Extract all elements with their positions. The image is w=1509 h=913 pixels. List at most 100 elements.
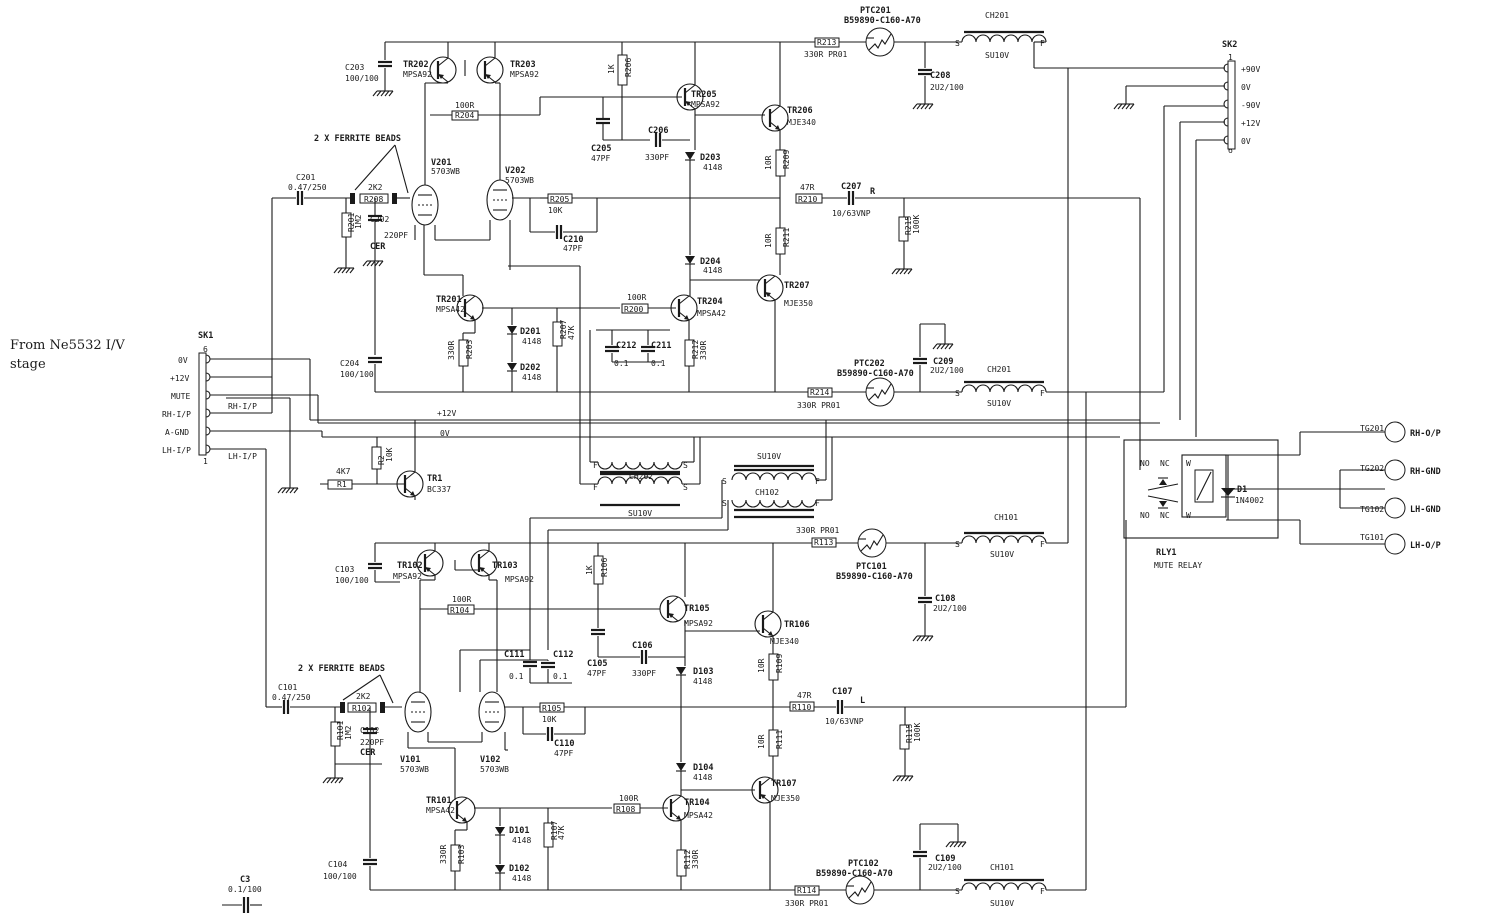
svg-text:2U2/100: 2U2/100: [930, 366, 964, 375]
svg-text:R213: R213: [817, 38, 836, 47]
svg-text:SU10V: SU10V: [757, 452, 781, 461]
svg-text:R207: R207: [559, 320, 568, 339]
svg-text:2 X FERRITE BEADS: 2 X FERRITE BEADS: [298, 664, 385, 674]
svg-text:4148: 4148: [703, 163, 722, 172]
svg-text:S: S: [955, 887, 960, 896]
svg-text:47K: 47K: [567, 325, 576, 340]
svg-text:C105: C105: [587, 659, 607, 669]
svg-text:R104: R104: [450, 606, 469, 615]
svg-text:MUTE RELAY: MUTE RELAY: [1154, 561, 1202, 570]
svg-text:47K: 47K: [557, 825, 566, 840]
svg-text:CH202: CH202: [629, 472, 653, 481]
svg-text:1K: 1K: [607, 64, 616, 74]
svg-text:MPSA42: MPSA42: [436, 305, 465, 314]
svg-text:0.1: 0.1: [553, 672, 568, 681]
svg-text:4148: 4148: [512, 874, 531, 883]
svg-text:D103: D103: [693, 667, 713, 677]
svg-text:SU10V: SU10V: [990, 899, 1014, 908]
svg-text:NO: NO: [1140, 511, 1150, 520]
svg-text:CER: CER: [370, 242, 386, 252]
svg-text:W: W: [1186, 511, 1191, 520]
svg-text:R204: R204: [455, 111, 474, 120]
svg-text:R201: R201: [347, 213, 356, 232]
svg-text:R110: R110: [792, 703, 811, 712]
svg-text:V101: V101: [400, 755, 420, 765]
svg-text:5703WB: 5703WB: [505, 176, 534, 185]
svg-text:CH101: CH101: [990, 863, 1014, 872]
svg-text:+90V: +90V: [1241, 65, 1260, 74]
svg-text:47PF: 47PF: [563, 244, 582, 253]
svg-text:R211: R211: [782, 228, 791, 247]
svg-text:C104: C104: [328, 860, 347, 869]
side-note-line2: stage: [10, 357, 46, 372]
svg-text:TG202: TG202: [1360, 464, 1384, 473]
svg-text:C203: C203: [345, 63, 364, 72]
svg-text:R209: R209: [782, 150, 791, 169]
right-channel: 2 X FERRITE BEADS C201 0.47/250 2K2 R208…: [272, 6, 1225, 410]
svg-text:2U2/100: 2U2/100: [928, 863, 962, 872]
svg-text:MPSA42: MPSA42: [684, 811, 713, 820]
svg-text:MPSA42: MPSA42: [426, 806, 455, 815]
svg-text:6: 6: [203, 345, 208, 354]
svg-text:4148: 4148: [512, 836, 531, 845]
svg-text:TG102: TG102: [1360, 505, 1384, 514]
svg-text:W: W: [1186, 459, 1191, 468]
svg-text:0.1/100: 0.1/100: [228, 885, 262, 894]
svg-text:C212: C212: [616, 341, 636, 351]
net-rh-ip: RH-I/P: [228, 402, 257, 411]
svg-text:MJE350: MJE350: [784, 299, 813, 308]
svg-text:10R: 10R: [764, 233, 773, 248]
svg-text:5703WB: 5703WB: [400, 765, 429, 774]
svg-text:10/63VNP: 10/63VNP: [832, 209, 871, 218]
svg-text:4148: 4148: [522, 373, 541, 382]
svg-text:S: S: [955, 540, 960, 549]
net-0v: 0V: [440, 429, 450, 438]
svg-text:C207: C207: [841, 182, 861, 192]
svg-text:R105: R105: [542, 704, 561, 713]
svg-text:100K: 100K: [912, 215, 921, 234]
ch102-choke: SU10V CH102 S F S F: [722, 452, 820, 519]
svg-text:TR207: TR207: [784, 281, 810, 291]
svg-text:10K: 10K: [385, 447, 394, 462]
svg-text:S: S: [683, 461, 688, 470]
svg-text:C205: C205: [591, 144, 611, 154]
svg-text:R106: R106: [600, 558, 609, 577]
svg-text:C208: C208: [930, 71, 950, 81]
svg-text:D201: D201: [520, 327, 540, 337]
net-lh-ip: LH-I/P: [228, 452, 257, 461]
svg-text:R108: R108: [616, 805, 635, 814]
svg-text:R208: R208: [364, 195, 383, 204]
mute-relay: NO NC W NC NO W RLY1 MUTE RELAY D1 1N400…: [1123, 439, 1279, 570]
svg-text:C110: C110: [554, 739, 574, 749]
svg-text:D204: D204: [700, 257, 720, 267]
svg-text:100R: 100R: [452, 595, 471, 604]
svg-text:0.1: 0.1: [651, 359, 666, 368]
svg-text:CH102: CH102: [755, 488, 779, 497]
svg-text:R212: R212: [691, 340, 700, 359]
svg-text:B59890-C160-A70: B59890-C160-A70: [836, 572, 913, 582]
svg-text:R113: R113: [814, 538, 833, 547]
svg-text:MPSA92: MPSA92: [505, 575, 534, 584]
svg-text:5703WB: 5703WB: [480, 765, 509, 774]
svg-text:R102: R102: [352, 704, 371, 713]
svg-text:100/100: 100/100: [323, 872, 357, 881]
svg-text:BC337: BC337: [427, 485, 451, 494]
svg-text:R215: R215: [904, 216, 913, 235]
svg-text:D102: D102: [509, 864, 529, 874]
svg-text:TR204: TR204: [697, 297, 723, 307]
svg-text:0.1: 0.1: [509, 672, 524, 681]
svg-text:0.47/250: 0.47/250: [288, 183, 327, 192]
svg-text:R107: R107: [550, 821, 559, 840]
svg-text:4148: 4148: [693, 773, 712, 782]
svg-text:330PF: 330PF: [645, 153, 669, 162]
svg-text:+12V: +12V: [1241, 119, 1260, 128]
svg-text:C206: C206: [648, 126, 668, 136]
svg-text:330R PR01: 330R PR01: [797, 401, 841, 410]
svg-text:TR205: TR205: [691, 90, 717, 100]
svg-text:10K: 10K: [542, 715, 557, 724]
svg-text:4148: 4148: [522, 337, 541, 346]
svg-text:TR201: TR201: [436, 295, 462, 305]
svg-text:PTC202: PTC202: [854, 359, 885, 369]
svg-text:L: L: [860, 696, 865, 706]
svg-text:B59890-C160-A70: B59890-C160-A70: [816, 869, 893, 879]
